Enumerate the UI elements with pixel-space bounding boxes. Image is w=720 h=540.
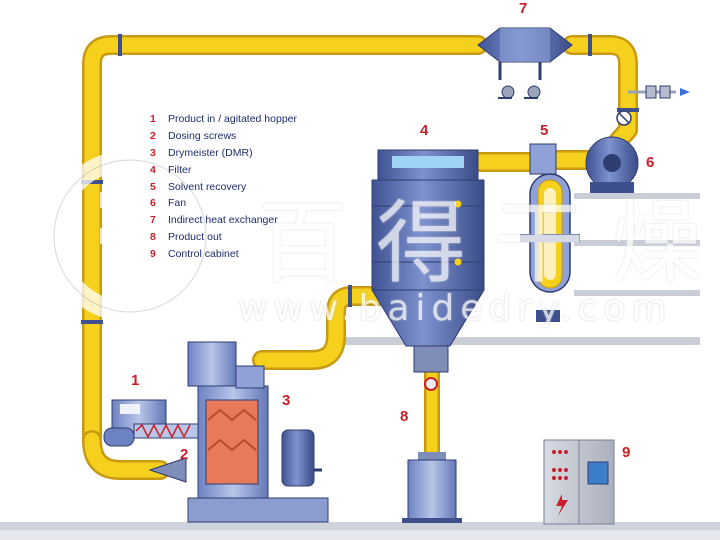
legend-number: 1 [150, 113, 156, 125]
fan-platform [574, 193, 700, 199]
callout-heat-exchanger: 7 [519, 0, 528, 17]
heat-exchanger [477, 27, 573, 99]
legend-label: Dosing screws [168, 129, 237, 142]
legend-item: 4 Filter [150, 162, 297, 179]
hopper-and-screws [103, 399, 201, 483]
legend-item: 7 Indirect heat exchanger [150, 212, 297, 229]
legend-label: Product in / agitated hopper [168, 113, 298, 125]
control-cabinet-icon [543, 439, 615, 525]
legend-item: 6 Fan [150, 195, 297, 212]
legend-label: Indirect heat exchanger [168, 214, 278, 227]
filter-vessel [371, 149, 485, 391]
legend-label: Product out [168, 231, 222, 244]
legend-item: 5 Solvent recovery [150, 179, 297, 196]
solvent-recovery-unit [520, 143, 580, 322]
callout-product-out: 8 [400, 408, 409, 425]
upper-platform [344, 337, 700, 345]
callout-dosing-screws: 2 [180, 446, 189, 463]
callout-hopper: 1 [131, 372, 140, 389]
legend-number: 3 [150, 146, 156, 159]
legend-item: 3 Drymeister (DMR) [150, 145, 297, 162]
legend-number: 6 [150, 197, 156, 210]
legend-list: 1 Product in / agitated hopper 2 Dosing sc… [150, 111, 297, 263]
legend-item: 1 Product in / agitated hopper [150, 111, 297, 128]
logo-icon [44, 150, 216, 322]
watermark-url: www.baidedry.com [238, 288, 673, 329]
callout-filter: 4 [420, 122, 429, 139]
watermark-chinese: 百得干燥 [258, 191, 720, 296]
pipe-flanges [81, 34, 639, 324]
callout-solvent-recovery: 5 [540, 122, 549, 139]
legend-number: 7 [150, 214, 156, 227]
valve-icon [616, 85, 690, 126]
legend-number: 2 [150, 129, 156, 142]
callout-control-cabinet: 9 [622, 444, 631, 461]
legend-label: Filter [168, 163, 192, 176]
callout-drymeister: 3 [282, 392, 291, 409]
fan-icon [585, 136, 639, 193]
floor-slab [0, 522, 720, 530]
product-drum [402, 452, 462, 523]
legend-label: Fan [168, 197, 187, 210]
legend-item: 2 Dosing screws [150, 128, 297, 145]
legend-item: 9 Control cabinet [150, 246, 297, 263]
drymeister-mill [187, 341, 329, 523]
callout-fan: 6 [646, 154, 655, 171]
legend-label: Solvent recovery [168, 180, 247, 193]
legend-number: 5 [150, 180, 156, 193]
legend-number: 8 [150, 231, 156, 244]
legend-label: Drymeister (DMR) [168, 146, 253, 159]
legend-item: 8 Product out [150, 229, 297, 246]
legend-number: 9 [150, 248, 156, 261]
legend-number: 4 [150, 163, 156, 176]
legend-label: Control cabinet [168, 248, 239, 261]
